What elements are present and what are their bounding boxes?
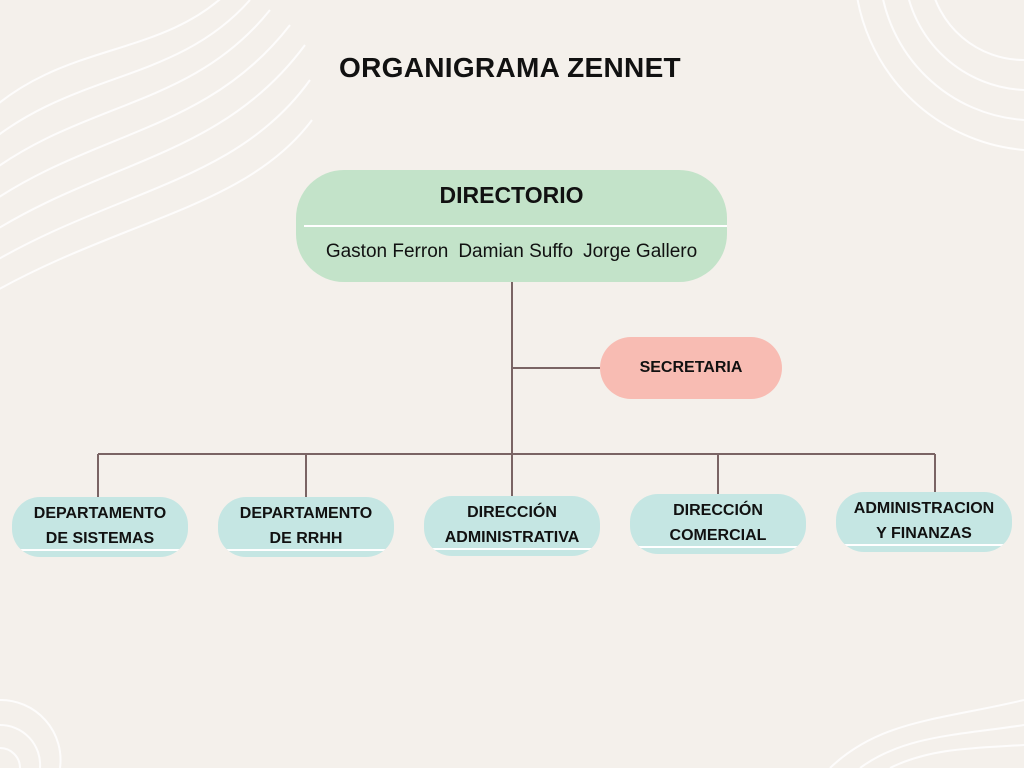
node-label: DIRECCIÓN COMERCIAL — [669, 502, 767, 544]
node-label: DEPARTAMENTO DE RRHH — [239, 505, 373, 547]
directorio-divider — [304, 225, 727, 227]
wave-lines-top-left — [0, 0, 313, 290]
arc-lines-bottom-left — [0, 698, 62, 768]
node-label: DIRECCIÓN ADMINISTRATIVA — [444, 504, 580, 546]
node-administracion-finanzas: ADMINISTRACION Y FINANZAS — [836, 492, 1012, 552]
node-label: DEPARTAMENTO DE SISTEMAS — [33, 505, 167, 547]
node-divider — [630, 546, 806, 548]
node-secretaria: SECRETARIA — [600, 337, 782, 399]
wave-lines-bottom-right — [829, 699, 1024, 768]
directorio-title: DIRECTORIO — [439, 182, 584, 208]
node-direccion-comercial: DIRECCIÓN COMERCIAL — [630, 494, 806, 554]
node-label: ADMINISTRACION Y FINANZAS — [853, 500, 995, 542]
node-departamento-sistemas: DEPARTAMENTO DE SISTEMAS — [12, 497, 188, 557]
arc-lines-top-right — [856, 0, 1024, 151]
page-title: ORGANIGRAMA ZENNET — [339, 52, 681, 83]
node-directorio: DIRECTORIO Gaston Ferron Damian Suffo Jorg… — [296, 170, 727, 282]
directorio-members: Gaston Ferron Damian Suffo Jorge Gallero — [296, 241, 727, 263]
node-departamento-rrhh: DEPARTAMENTO DE RRHH — [218, 497, 394, 557]
node-divider — [424, 548, 600, 550]
member-name: Jorge Gallero — [583, 241, 698, 262]
node-divider — [12, 549, 188, 551]
member-name: Gaston Ferron — [325, 241, 449, 262]
node-direccion-administrativa: DIRECCIÓN ADMINISTRATIVA — [424, 496, 600, 556]
secretaria-label: SECRETARIA — [639, 359, 743, 376]
node-divider — [218, 549, 394, 551]
member-name: Damian Suffo — [458, 241, 574, 262]
node-divider — [836, 544, 1012, 546]
